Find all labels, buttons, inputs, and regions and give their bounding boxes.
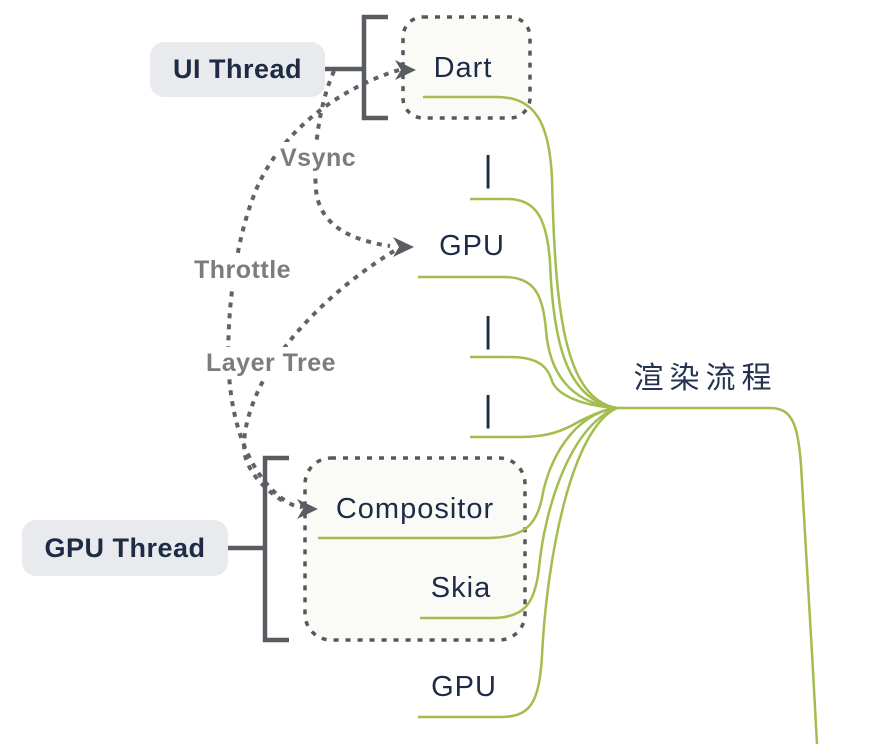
node-gpu-bottom: GPU xyxy=(431,670,497,703)
branch-divider-1 xyxy=(470,197,618,410)
node-compositor: Compositor xyxy=(335,492,495,525)
relationship-curve-layer-tree xyxy=(242,249,396,505)
relationship-arrowheads xyxy=(297,60,416,519)
arrowhead-into-dart xyxy=(395,60,416,80)
summary-chip-ui-thread: UI Thread xyxy=(150,42,325,97)
branch-gpu-top xyxy=(418,275,618,410)
arrowhead-into-compositor xyxy=(297,499,318,519)
branch-skia xyxy=(420,406,618,620)
relationship-curve-vsync xyxy=(313,70,391,248)
node-dart: Dart xyxy=(433,51,493,84)
bracket-ui-thread xyxy=(325,14,388,121)
boundary-gpu-thread-group xyxy=(303,456,527,642)
boundary-ui-thread-group xyxy=(401,15,532,120)
relationship-curves xyxy=(226,68,400,509)
branch-gpu-bottom xyxy=(418,406,618,719)
summary-chip-gpu-thread: GPU Thread xyxy=(22,520,228,576)
node-divider-2: | xyxy=(483,309,493,350)
node-divider-1: | xyxy=(483,148,493,189)
arrowhead-into-gpu xyxy=(393,237,414,257)
branch-root xyxy=(617,406,819,744)
relationship-label-vsync: Vsync xyxy=(277,142,360,174)
relationship-label-throttle: Throttle xyxy=(191,254,295,286)
relationship-label-layer-tree: Layer Tree xyxy=(203,347,340,379)
bracket-gpu-thread xyxy=(228,455,289,643)
node-gpu-top: GPU xyxy=(439,229,505,262)
branch-compositor xyxy=(318,406,618,540)
relationship-curve-throttle xyxy=(226,68,400,509)
branch-divider-2 xyxy=(470,355,618,410)
branch-lines xyxy=(318,95,819,744)
node-divider-3: | xyxy=(483,388,493,429)
summary-brackets xyxy=(228,14,388,643)
root-topic: 渲染流程 xyxy=(633,361,778,396)
node-skia: Skia xyxy=(430,571,492,604)
branch-dart xyxy=(423,95,618,410)
